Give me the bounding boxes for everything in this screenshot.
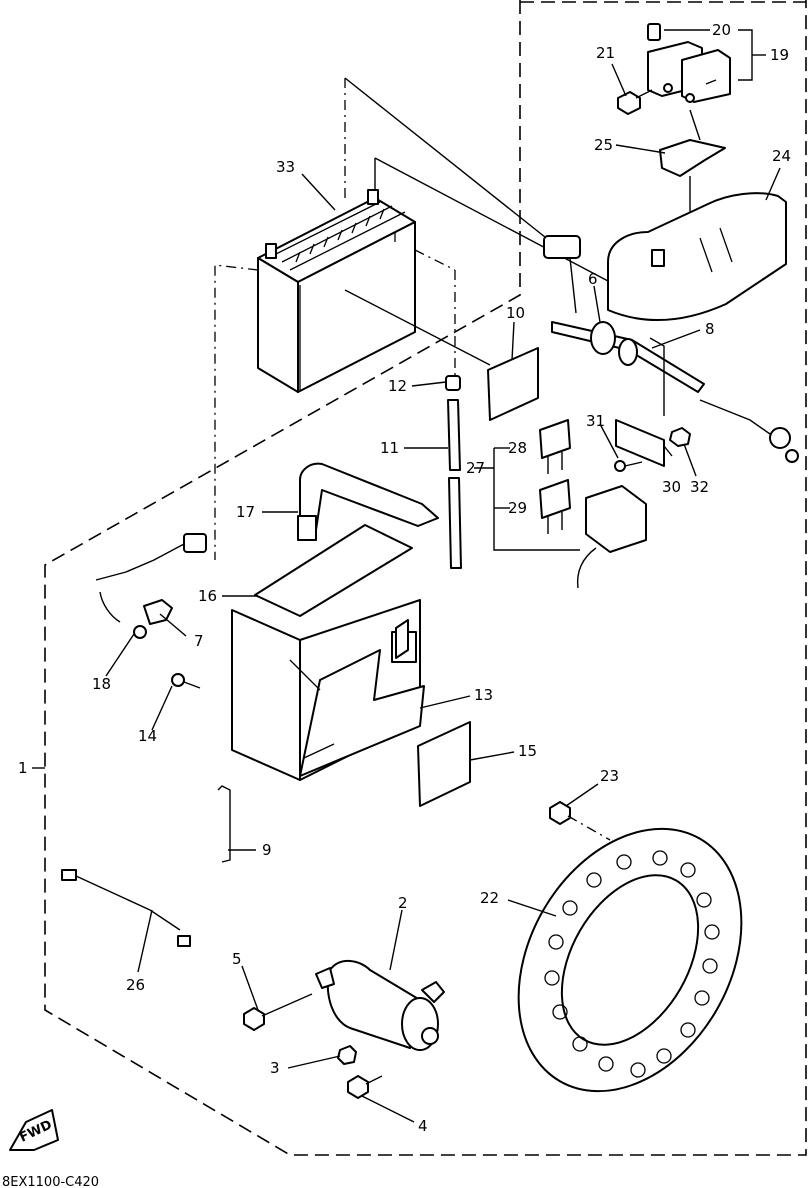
nut-3 xyxy=(337,1045,357,1065)
label-18: 18 xyxy=(92,675,111,693)
breather-hose xyxy=(447,399,462,569)
label-17: 17 xyxy=(236,503,255,521)
starter-motor xyxy=(315,960,445,1051)
label-13: 13 xyxy=(474,686,493,704)
fuse-box xyxy=(576,485,647,589)
label-21: 21 xyxy=(596,44,615,62)
label-31: 31 xyxy=(586,412,605,430)
hose-joint xyxy=(445,375,461,391)
screw-31 xyxy=(614,460,643,472)
battery-band xyxy=(297,462,439,541)
label-19: 19 xyxy=(770,46,789,64)
label-4: 4 xyxy=(418,1117,428,1135)
label-26: 26 xyxy=(126,976,145,994)
wire-lead xyxy=(543,235,799,463)
label-3: 3 xyxy=(270,1059,280,1077)
label-20: 20 xyxy=(712,21,731,39)
label-30: 30 xyxy=(662,478,681,496)
label-14: 14 xyxy=(138,727,157,745)
bolt-5 xyxy=(243,993,313,1031)
battery xyxy=(257,189,416,393)
label-29: 29 xyxy=(508,499,527,517)
bolt-4 xyxy=(347,1075,383,1099)
label-24: 24 xyxy=(772,147,791,165)
label-8: 8 xyxy=(705,320,715,338)
nut-32 xyxy=(669,427,691,447)
fuse-28 xyxy=(539,419,571,474)
label-11: 11 xyxy=(380,439,399,457)
label-33: 33 xyxy=(276,158,295,176)
fuse-holder-bracket xyxy=(615,419,665,467)
relay-cover xyxy=(607,192,787,322)
label-32: 32 xyxy=(690,478,709,496)
label-28: 28 xyxy=(508,439,527,457)
label-23: 23 xyxy=(600,767,619,785)
bolt-21 xyxy=(617,89,653,115)
battery-sheet xyxy=(254,524,413,617)
starter-relay xyxy=(647,23,731,103)
assembly-boundary xyxy=(44,0,807,1156)
label-5: 5 xyxy=(232,950,242,968)
label-2: 2 xyxy=(398,894,408,912)
battery-case xyxy=(231,599,425,781)
label-15: 15 xyxy=(518,742,537,760)
label-9: 9 xyxy=(262,841,272,859)
bolt-23 xyxy=(549,801,571,825)
bracket-25 xyxy=(659,139,726,177)
label-6: 6 xyxy=(588,270,598,288)
diagram-code: 8EX1100-C420 xyxy=(2,1175,99,1188)
starter-gear xyxy=(517,827,743,1093)
rubber-sheet xyxy=(344,289,539,421)
bolt-14 xyxy=(171,673,201,689)
label-7: 7 xyxy=(194,632,204,650)
part-labels: 1 2 3 4 5 6 7 8 9 10 11 12 13 14 15 16 1… xyxy=(18,21,791,1135)
label-16: 16 xyxy=(198,587,217,605)
fwd-arrow-icon: FWD xyxy=(9,1109,59,1151)
label-10: 10 xyxy=(506,304,525,322)
rubber-plate xyxy=(417,721,471,807)
fuse-29 xyxy=(539,479,571,534)
label-1: 1 xyxy=(18,759,28,777)
label-25: 25 xyxy=(594,136,613,154)
pin-9 xyxy=(217,785,231,863)
leader-lines xyxy=(32,29,781,1123)
label-12: 12 xyxy=(388,377,407,395)
label-22: 22 xyxy=(480,889,499,907)
battery-lead xyxy=(95,533,207,639)
wire-harness xyxy=(61,869,191,947)
